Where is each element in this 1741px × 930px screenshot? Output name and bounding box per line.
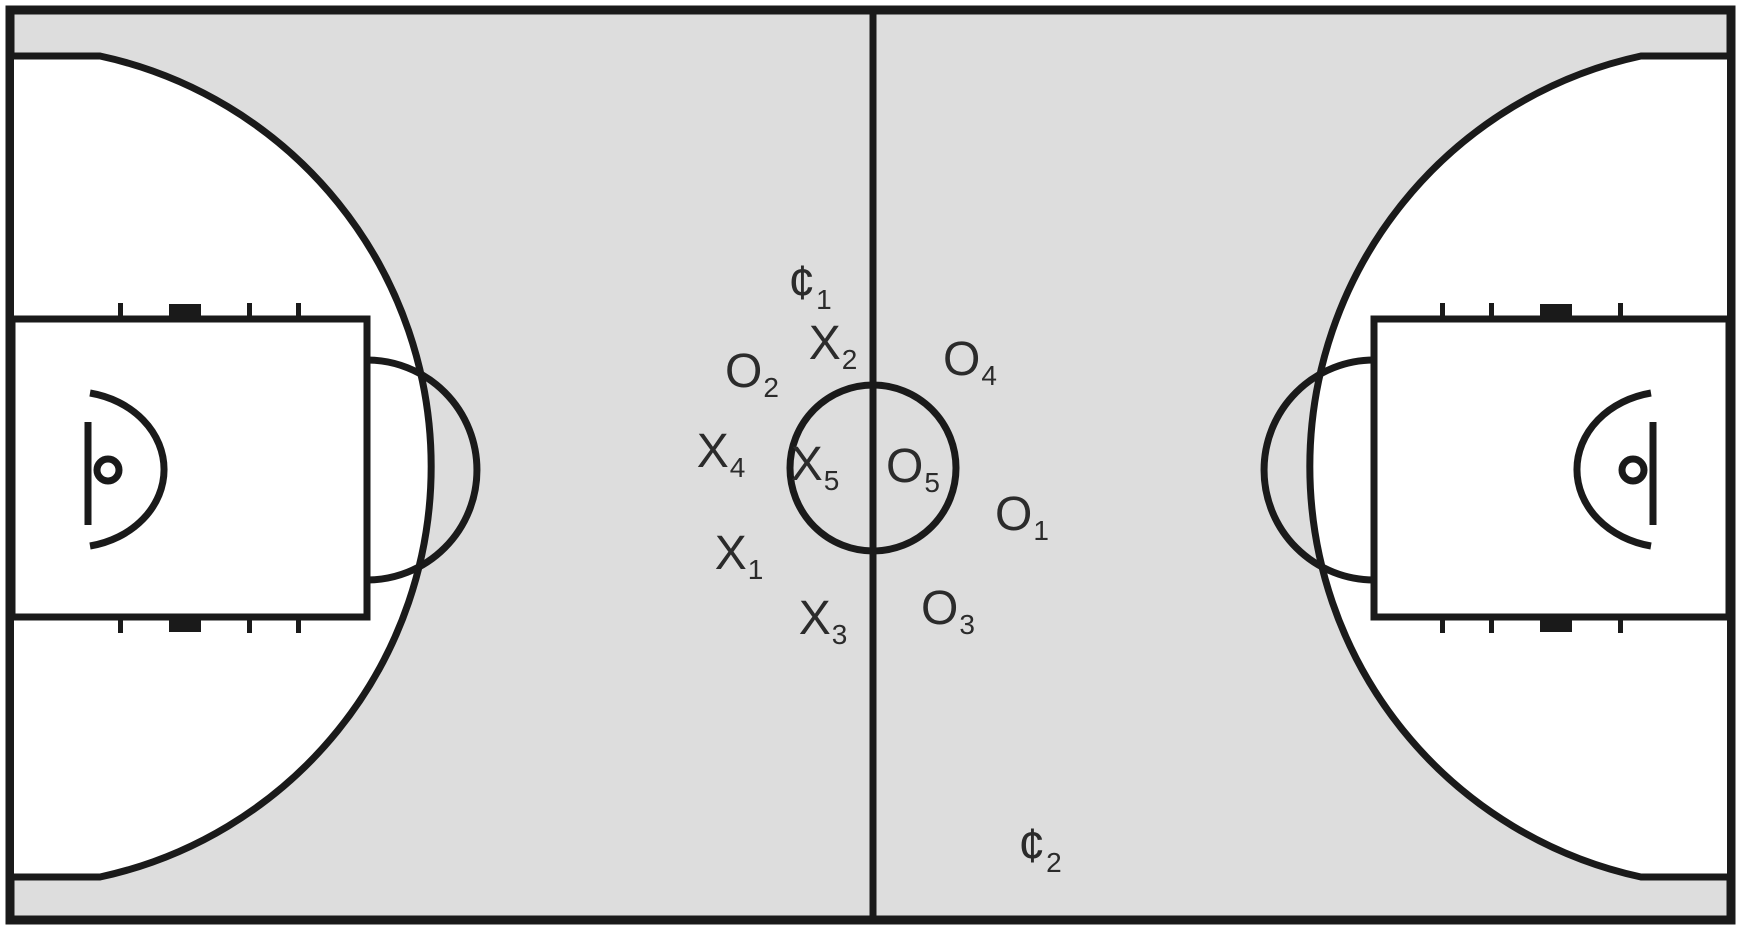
player-o2-marker: O2 [725, 345, 779, 403]
right-three-point-area [1309, 56, 1727, 877]
player-x1-marker: X1 [714, 527, 764, 585]
coach-1-marker: ¢1 [788, 257, 832, 315]
player-x4-marker: X4 [696, 425, 746, 483]
left-restricted-arc [89, 389, 168, 550]
left-three-point-line [14, 52, 435, 881]
left-rim [93, 455, 123, 485]
left-free-throw-arc [366, 356, 481, 584]
left-three-point-area [14, 56, 432, 877]
player-o5-marker: O5 [886, 440, 940, 498]
player-o3-marker: O3 [921, 582, 975, 640]
right-lane-marks [1440, 303, 1623, 633]
player-x2-marker: X2 [808, 317, 858, 375]
right-restricted-arc [1573, 389, 1652, 550]
player-o4-marker: O4 [943, 333, 997, 391]
right-rim [1618, 455, 1648, 485]
player-o1-marker: O1 [995, 488, 1049, 546]
player-x3-marker: X3 [798, 592, 848, 650]
left-lane-marks [118, 303, 301, 633]
coach-2-marker: ¢2 [1018, 820, 1062, 878]
right-free-throw-arc [1260, 356, 1375, 584]
player-x5-marker: X5 [790, 438, 840, 496]
right-three-point-line [1306, 52, 1727, 881]
center-circle [786, 381, 960, 555]
